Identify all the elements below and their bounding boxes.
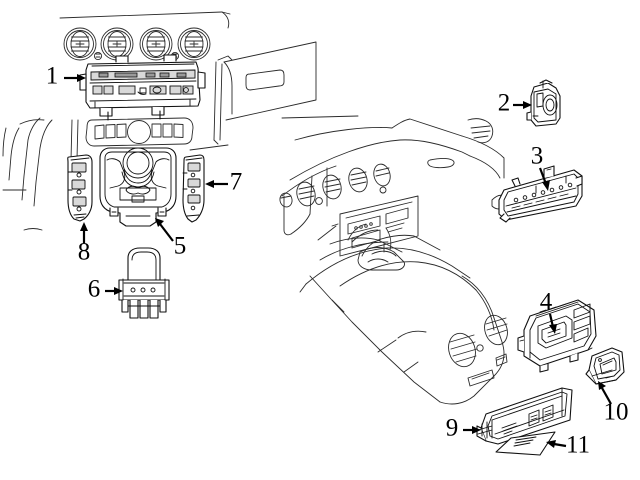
callout-number-3: 3 [531,143,544,170]
callout-leaders [64,74,612,448]
vent-icon [279,192,293,208]
arrowhead-7 [205,180,214,188]
part-ignition-switch-module [526,79,561,127]
vent-icon [177,27,211,61]
center-console-outline [299,234,505,405]
arrowhead-6 [114,287,123,295]
vent-knob-icon [93,51,103,61]
shifter-area-outline [317,223,392,263]
leader-5 [159,223,174,242]
vent-icon [296,181,316,207]
callout-number-6: 6 [88,276,101,303]
vent-icon [63,27,97,61]
vent-icon [348,167,368,193]
arrowhead-4 [549,324,557,334]
arrowhead-10 [598,381,606,390]
vent-knob-icon [476,344,484,352]
part-console-control-module [517,299,597,373]
arrowhead-3 [542,180,550,191]
right-dashboard-vents-group [279,163,391,208]
vent-icon [484,314,508,346]
callout-number-5: 5 [174,233,187,260]
part-left-steering-wheel-switch [67,154,93,222]
part-right-steering-wheel-switch [182,154,205,223]
part-switch-label-film [495,431,556,456]
part-column-switch-connector [118,247,170,319]
right-dash-end-panel [189,41,317,151]
part-overhead-switch-bank [498,165,583,223]
part-steering-wheel-trim-bezel [99,147,177,227]
center-stack-background [331,195,419,257]
dashboard-vents-group [63,27,211,61]
vent-icon [448,332,478,368]
dashboard-lower-trim [85,117,194,147]
vent-icon [139,27,173,61]
console-rear-vents-group [448,314,508,387]
callout-number-8: 8 [78,239,91,266]
vent-icon [322,174,342,200]
leader-11 [553,442,567,448]
arrowhead-2 [523,101,532,109]
arrowhead-9 [472,426,481,434]
arrowhead-11 [546,440,556,448]
callout-number-4: 4 [540,289,553,316]
callout-number-2: 2 [498,90,511,117]
callout-number-7: 7 [230,169,243,196]
vent-knob-icon [315,197,323,205]
vent-knob-icon [379,186,387,194]
right-instrument-panel-outline [281,115,507,236]
arrowhead-8 [80,222,88,231]
part-seat-heater-switch-panel [476,387,573,445]
part-usb-power-outlet-switch [585,347,625,385]
callout-number-11: 11 [566,432,590,459]
callout-number-9: 9 [446,415,459,442]
callout-number-10: 10 [604,399,629,426]
part-climate-control-panel [79,54,206,121]
vent-icon [373,163,391,187]
callout-numbers: 1 2 3 4 5 6 7 8 9 10 11 [46,63,629,459]
leader-10 [601,387,612,405]
arrowhead-1 [77,74,86,82]
vent-icon [100,27,134,61]
arrowhead-5 [155,218,164,227]
callout-number-1: 1 [46,63,59,90]
